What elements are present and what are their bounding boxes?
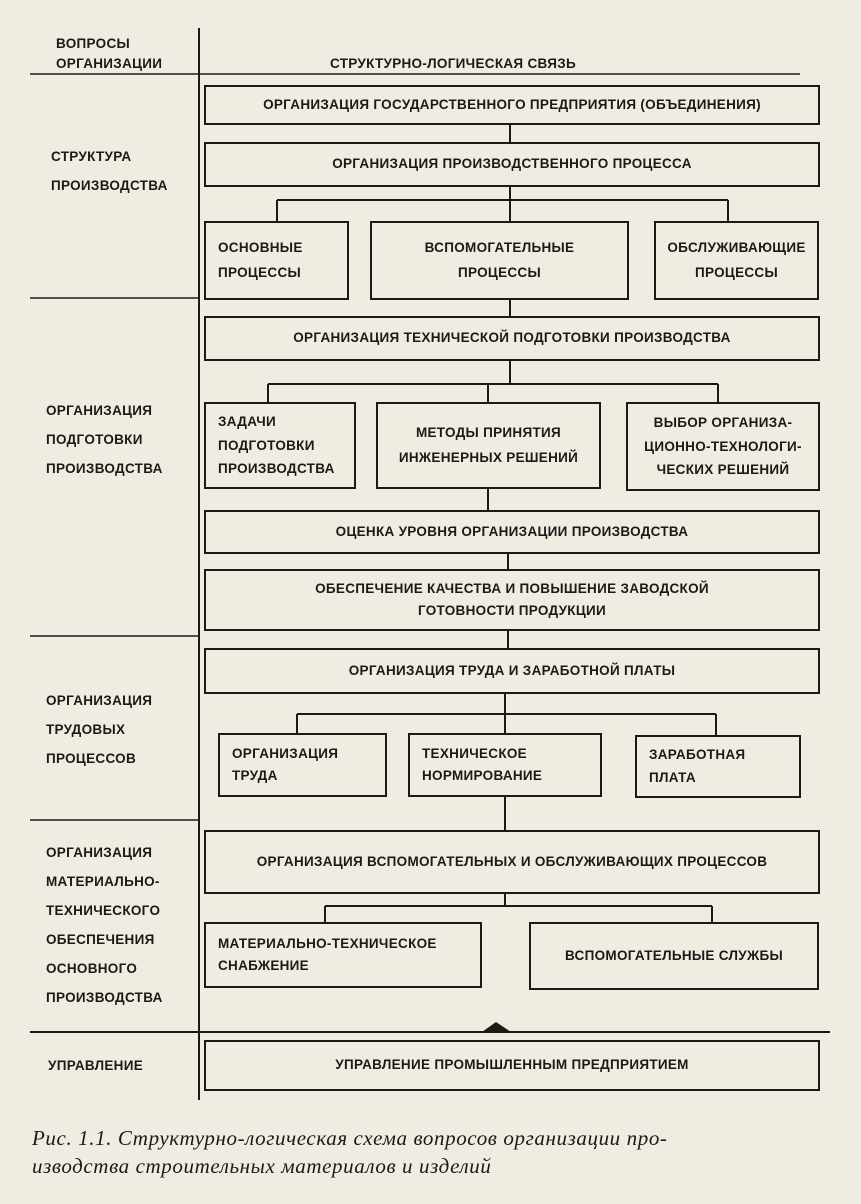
node-service-processes: ОБСЛУЖИВАЮЩИЕ ПРОЦЕССЫ xyxy=(654,221,819,300)
node-wages: ЗАРАБОТНАЯ ПЛАТА xyxy=(635,735,801,798)
section-label-management: УПРАВЛЕНИЕ xyxy=(48,1058,144,1073)
node-preparation-tasks: ЗАДАЧИ ПОДГОТОВКИ ПРОИЗВОДСТВА xyxy=(204,402,356,489)
section-label-preparation: ОРГАНИЗАЦИЯ ПОДГОТОВКИ ПРОИЗВОДСТВА xyxy=(46,403,163,476)
section-label-supply: ОРГАНИЗАЦИЯ МАТЕРИАЛЬНО- ТЕХНИЧЕСКОГО ОБ… xyxy=(46,845,163,1005)
node-aux-service-org: ОРГАНИЗАЦИЯ ВСПОМОГАТЕЛЬНЫХ И ОБСЛУЖИВАЮ… xyxy=(204,830,820,894)
section-label-labor: ОРГАНИЗАЦИЯ ТРУДОВЫХ ПРОЦЕССОВ xyxy=(46,693,153,766)
node-engineering-methods: МЕТОДЫ ПРИНЯТИЯ ИНЖЕНЕРНЫХ РЕШЕНИЙ xyxy=(376,402,601,489)
node-tech-rating: ТЕХНИЧЕСКОЕ НОРМИРОВАНИЕ xyxy=(408,733,602,797)
node-state-enterprise: ОРГАНИЗАЦИЯ ГОСУДАРСТВЕННОГО ПРЕДПРИЯТИЯ… xyxy=(204,85,820,125)
node-labor-org: ОРГАНИЗАЦИЯ ТРУДА xyxy=(218,733,387,797)
header-left-title: ВОПРОСЫ ОРГАНИЗАЦИИ xyxy=(56,36,163,71)
header-right-title: СТРУКТУРНО-ЛОГИЧЕСКАЯ СВЯЗЬ xyxy=(330,56,576,71)
node-production-process: ОРГАНИЗАЦИЯ ПРОИЗВОДСТВЕННОГО ПРОЦЕССА xyxy=(204,142,820,187)
node-main-processes: ОСНОВНЫЕ ПРОЦЕССЫ xyxy=(204,221,349,300)
figure-caption: Рис. 1.1. Структурно-логическая схема во… xyxy=(32,1126,668,1178)
node-material-supply: МАТЕРИАЛЬНО-ТЕХНИЧЕСКОЕ СНАБЖЕНИЕ xyxy=(204,922,482,988)
node-level-assessment: ОЦЕНКА УРОВНЯ ОРГАНИЗАЦИИ ПРОИЗВОДСТВА xyxy=(204,510,820,554)
node-labor-wages: ОРГАНИЗАЦИЯ ТРУДА И ЗАРАБОТНОЙ ПЛАТЫ xyxy=(204,648,820,694)
node-org-tech-choice: ВЫБОР ОРГАНИЗА- ЦИОННО-ТЕХНОЛОГИ- ЧЕСКИХ… xyxy=(626,402,820,491)
node-quality: ОБЕСПЕЧЕНИЕ КАЧЕСТВА И ПОВЫШЕНИЕ ЗАВОДСК… xyxy=(204,569,820,631)
node-auxiliary-processes: ВСПОМОГАТЕЛЬНЫЕ ПРОЦЕССЫ xyxy=(370,221,629,300)
node-technical-preparation: ОРГАНИЗАЦИЯ ТЕХНИЧЕСКОЙ ПОДГОТОВКИ ПРОИЗ… xyxy=(204,316,820,361)
management-arrow xyxy=(482,1022,511,1032)
section-label-structure: СТРУКТУРА ПРОИЗВОДСТВА xyxy=(51,149,168,193)
node-enterprise-management: УПРАВЛЕНИЕ ПРОМЫШЛЕННЫМ ПРЕДПРИЯТИЕМ xyxy=(204,1040,820,1091)
node-aux-services: ВСПОМОГАТЕЛЬНЫЕ СЛУЖБЫ xyxy=(529,922,819,990)
